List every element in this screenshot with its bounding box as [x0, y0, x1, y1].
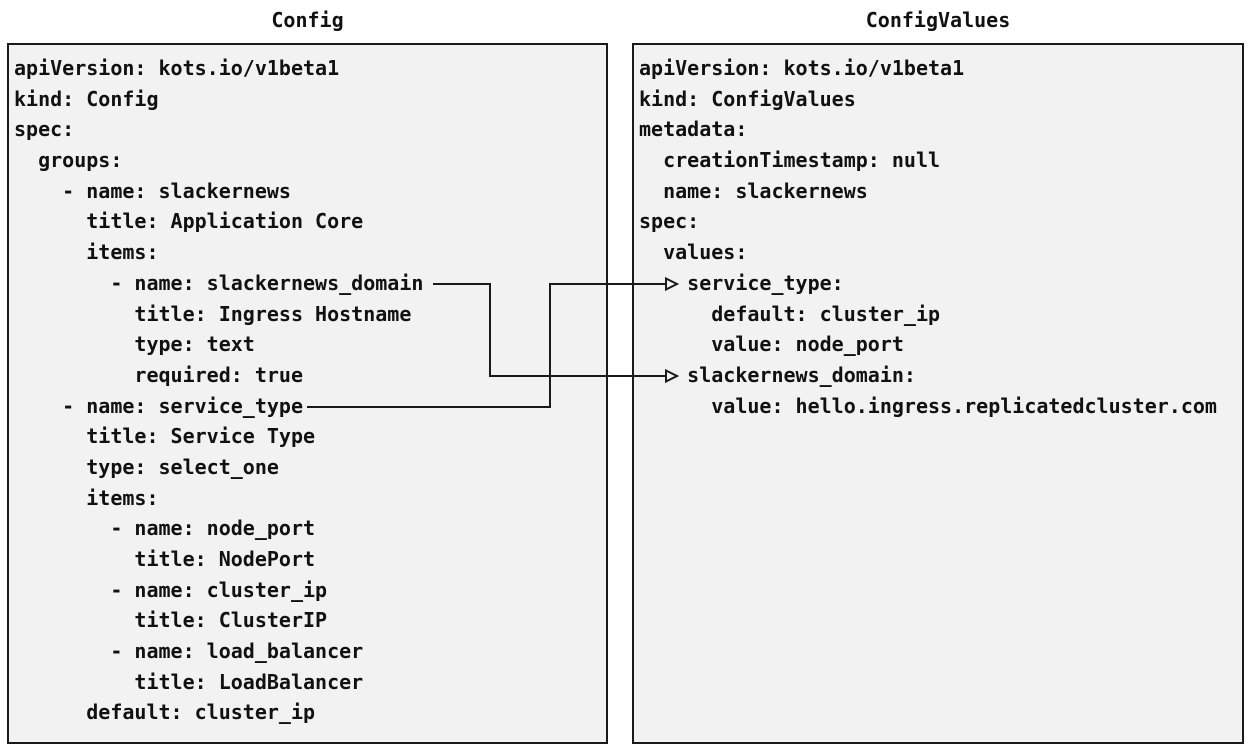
- yaml-line: slackernews_domain:: [639, 362, 916, 387]
- config-panel-title: Config: [271, 8, 344, 32]
- config-yaml-panel: apiVersion: kots.io/v1beta1 kind: Config s…: [7, 43, 608, 744]
- yaml-line: apiVersion: kots.io/v1beta1: [639, 56, 965, 80]
- yaml-line: title: Application Core: [14, 209, 364, 234]
- config-yaml-code: apiVersion: kots.io/v1beta1 kind: Config s…: [9, 45, 606, 728]
- yaml-line: type: text: [14, 332, 255, 357]
- yaml-line: value: node_port: [639, 332, 904, 357]
- yaml-line: kind: ConfigValues: [639, 86, 856, 111]
- yaml-line: - name: slackernews: [14, 178, 291, 203]
- yaml-line: title: Service Type: [14, 424, 316, 449]
- yaml-line: kind: Config: [14, 86, 159, 111]
- yaml-line: - name: service_type: [14, 393, 303, 418]
- yaml-line: name: slackernews: [639, 178, 868, 203]
- yaml-line: service_type:: [639, 270, 844, 295]
- yaml-line: apiVersion: kots.io/v1beta1: [14, 56, 340, 80]
- yaml-line: required: true: [14, 362, 303, 387]
- configvalues-panel-title: ConfigValues: [865, 8, 1011, 32]
- yaml-line: title: NodePort: [14, 547, 316, 571]
- yaml-line: groups:: [14, 148, 123, 173]
- yaml-line: default: cluster_ip: [639, 301, 941, 326]
- yaml-line: title: ClusterIP: [14, 608, 328, 633]
- configvalues-yaml-code: apiVersion: kots.io/v1beta1 kind: ConfigV…: [634, 45, 1242, 421]
- yaml-line: - name: node_port: [14, 516, 316, 541]
- yaml-line: spec:: [639, 209, 700, 234]
- yaml-line: value: hello.ingress.replicatedcluster.c…: [639, 393, 1217, 418]
- yaml-line: default: cluster_ip: [14, 700, 316, 725]
- yaml-line: title: Ingress Hostname: [14, 301, 412, 326]
- yaml-line: - name: load_balancer: [14, 639, 364, 664]
- yaml-line: - name: slackernews_domain: [14, 270, 424, 295]
- configvalues-yaml-panel: apiVersion: kots.io/v1beta1 kind: ConfigV…: [632, 43, 1244, 744]
- yaml-line: items:: [14, 240, 159, 265]
- yaml-line: spec:: [14, 117, 75, 142]
- yaml-line: - name: cluster_ip: [14, 577, 328, 602]
- yaml-line: metadata:: [639, 117, 748, 142]
- yaml-line: values:: [639, 240, 748, 265]
- yaml-line: items:: [14, 485, 159, 510]
- yaml-line: title: LoadBalancer: [14, 669, 364, 694]
- yaml-line: type: select_one: [14, 454, 279, 479]
- yaml-line: creationTimestamp: null: [639, 148, 941, 173]
